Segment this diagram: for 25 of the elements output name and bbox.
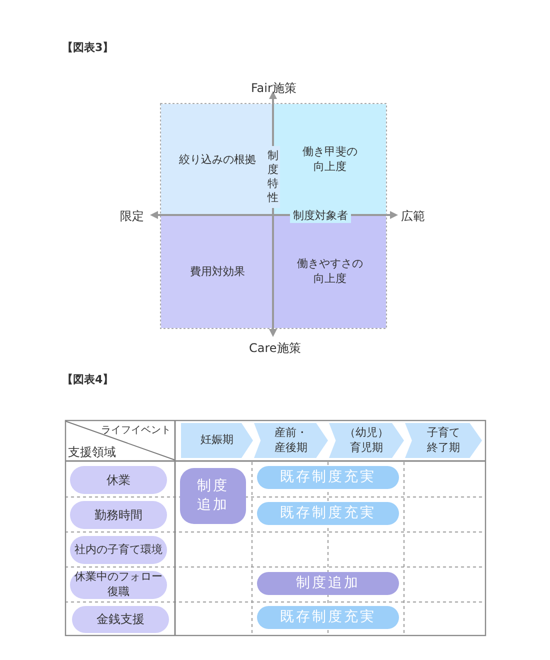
measure-bar: 既存制度充実 (257, 466, 399, 489)
support-area-pill: 勤務時間 (70, 501, 167, 529)
measure-bar: 既存制度充実 (257, 606, 399, 629)
phase-band: 産前・産後期 (254, 423, 328, 458)
axis-label: 限定 (120, 208, 144, 225)
axis-label: 制度対象者 (290, 208, 351, 223)
axis-label: Fair施策 (251, 80, 296, 97)
axis-label: 制度特性 (266, 146, 280, 208)
phase-band: 妊娠期 (181, 423, 253, 458)
figure-label: 【図表3】 (62, 40, 114, 55)
measure-bar: 既存制度充実 (257, 502, 399, 525)
row-header-label: 支援領域 (68, 444, 116, 461)
measure-bar: 制度追加 (257, 572, 399, 595)
quadrant: 費用対効果 (161, 216, 274, 328)
support-area-pill: 金銭支援 (72, 606, 169, 633)
axis-label: Care施策 (249, 340, 301, 357)
support-area-pill: 休業中のフォロー復職 (70, 571, 167, 599)
measure-bar: 制度追加 (180, 468, 246, 524)
column-header-label: ライフイベント (101, 424, 171, 437)
support-area-pill: 休業 (70, 466, 167, 494)
axis-label: 広範 (401, 208, 425, 225)
figure-label: 【図表4】 (62, 372, 114, 387)
phase-band: 子育て終了期 (405, 423, 482, 458)
phase-band: （幼児）育児期 (329, 423, 404, 458)
support-area-pill: 社内の子育て環境 (70, 536, 167, 564)
